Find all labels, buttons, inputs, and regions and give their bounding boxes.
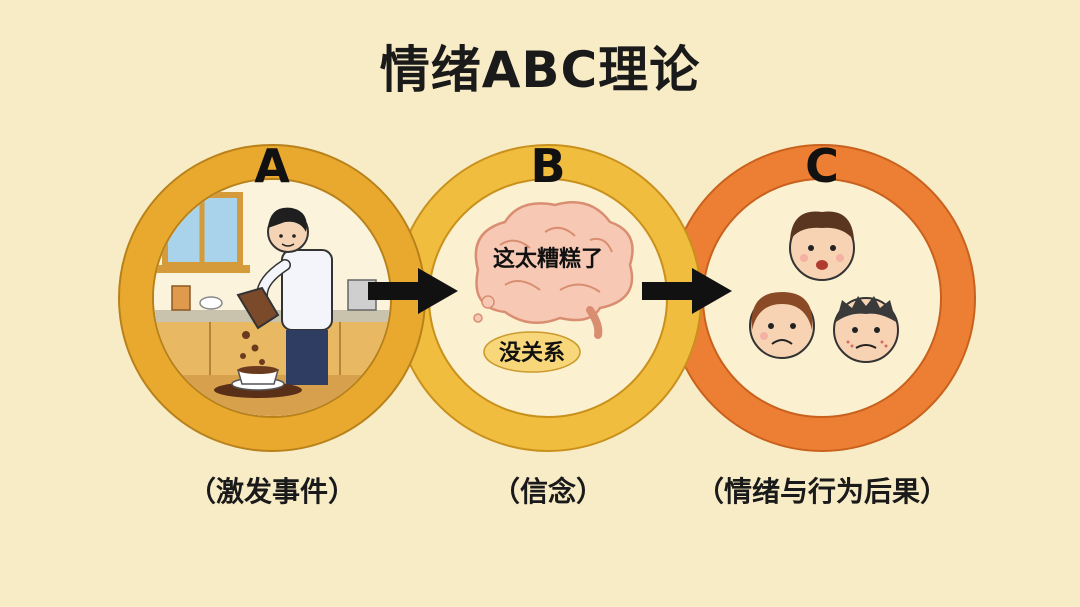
arrow-right-icon <box>642 268 732 314</box>
arrow-right-icon <box>368 268 458 314</box>
crying-face-icon <box>749 292 815 359</box>
node-a-caption: （激发事件） <box>187 475 356 508</box>
brain-icon: 这太糟糕了 <box>473 201 634 339</box>
negative-thought-text: 这太糟糕了 <box>493 246 603 272</box>
node-c-caption: （情绪与行为后果） <box>695 475 948 508</box>
node-b-letter: B <box>530 139 565 193</box>
node-b-caption: （信念） <box>491 475 604 508</box>
sad-face-icon <box>789 211 855 281</box>
diagram-title: 情绪ABC理论 <box>379 41 701 99</box>
anxious-face-icon <box>833 296 899 363</box>
node-c-letter: C <box>805 139 839 193</box>
positive-thought-bubble: 没关系 <box>483 331 581 373</box>
node-a-letter: A <box>254 139 290 193</box>
positive-thought-text: 没关系 <box>499 341 565 366</box>
